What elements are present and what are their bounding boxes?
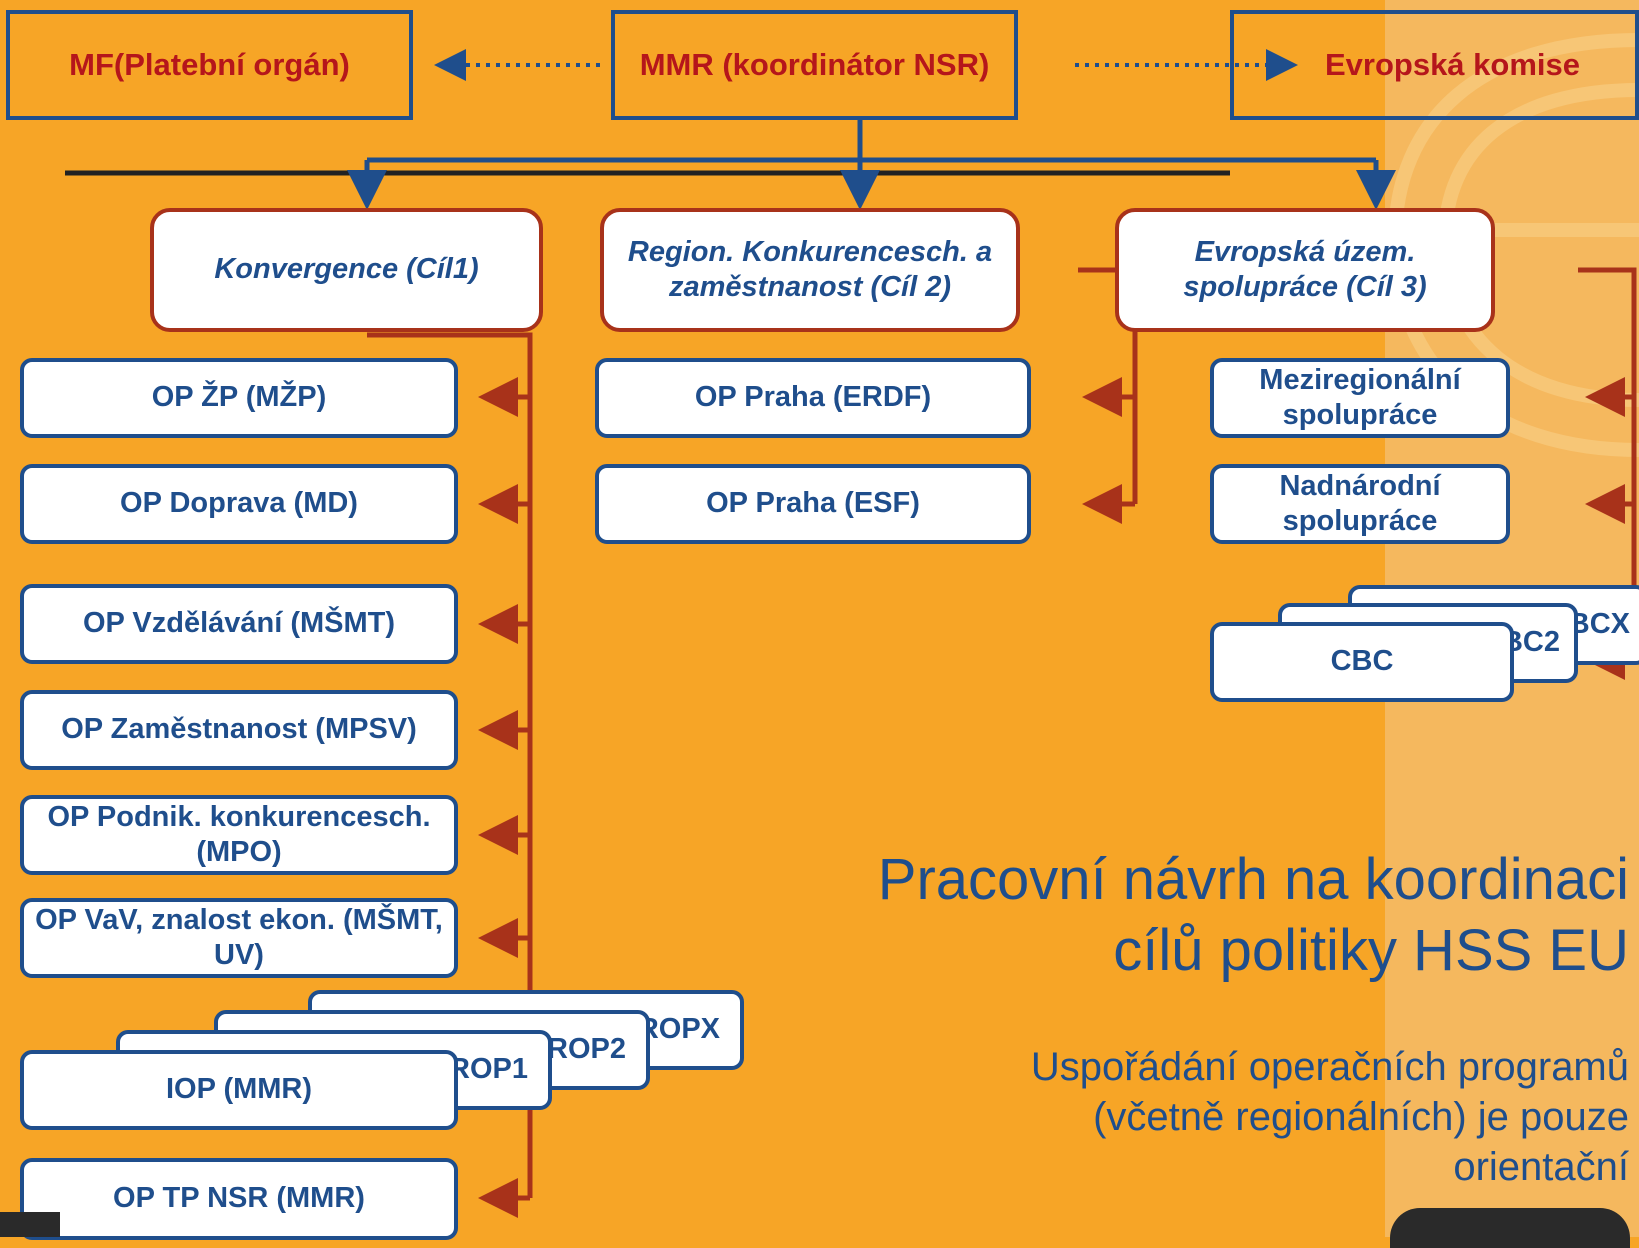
op-praha-erdf-label: OP Praha (ERDF) xyxy=(694,381,932,414)
op-doprava-label: OP Doprava (MD) xyxy=(120,487,358,520)
slide-subtitle: Uspořádání operačních programů (včetně r… xyxy=(1031,1042,1629,1192)
slide-subtitle-line3: orientační xyxy=(1453,1145,1629,1189)
goal-cil3: Evropská územ. spolupráce (Cíl 3) xyxy=(1115,208,1495,332)
cbc-1: CBC xyxy=(1210,622,1514,702)
slide-title-line1: Pracovní návrh na koordinaci xyxy=(877,847,1629,912)
slide-subtitle-line2: (včetně regionálních) je pouze xyxy=(1093,1095,1629,1139)
goal-cil3-label: Evropská územ. spolupráce (Cíl 3) xyxy=(1183,235,1427,303)
goal-cil1: Konvergence (Cíl1) xyxy=(150,208,543,332)
op-vav-label: OP VaV, znalost ekon. (MŠMT, UV) xyxy=(35,903,443,971)
goal-cil2-label: Region. Konkurencesch. a zaměstnanost (C… xyxy=(627,235,993,303)
rop-x-label: ROPX xyxy=(637,1013,720,1046)
mmr-box: MMR (koordinátor NSR) xyxy=(611,10,1018,120)
op-vzdelavani: OP Vzdělávání (MŠMT) xyxy=(20,584,458,664)
op-zamestnanost: OP Zaměstnanost (MPSV) xyxy=(20,690,458,770)
op-iop-label: IOP (MMR) xyxy=(165,1073,313,1106)
op-praha-erdf: OP Praha (ERDF) xyxy=(595,358,1031,438)
mf-label: MF(Platební orgán) xyxy=(69,47,350,83)
op-praha-esf-label: OP Praha (ESF) xyxy=(706,487,920,520)
op-meziregionalni-label: Meziregionální spolupráce xyxy=(1259,363,1461,431)
goal-cil2: Region. Konkurencesch. a zaměstnanost (C… xyxy=(600,208,1020,332)
op-praha-esf: OP Praha (ESF) xyxy=(595,464,1031,544)
op-podnik-label: OP Podnik. konkurencesch. (MPO) xyxy=(47,800,431,868)
op-zp-label: OP ŽP (MŽP) xyxy=(151,381,327,414)
op-doprava: OP Doprava (MD) xyxy=(20,464,458,544)
slide-title-line2: cílů politiky HSS EU xyxy=(1113,917,1629,983)
cbc-1-label: CBC xyxy=(1330,645,1394,678)
op-meziregionalni: Meziregionální spolupráce xyxy=(1210,358,1510,438)
op-zp: OP ŽP (MŽP) xyxy=(20,358,458,438)
mmr-connectors xyxy=(347,118,1396,210)
op-tp-nsr-label: OP TP NSR (MMR) xyxy=(113,1182,365,1215)
slide-title: Pracovní návrh na koordinaci cílů politi… xyxy=(878,845,1629,987)
op-vzdelavani-label: OP Vzdělávání (MŠMT) xyxy=(82,607,396,640)
op-iop: IOP (MMR) xyxy=(20,1050,458,1130)
footer-logo xyxy=(1390,1208,1630,1248)
rop-1-label: ROP1 xyxy=(449,1053,528,1086)
ek-label: Evropská komise xyxy=(1324,47,1580,83)
footer-corner-decoration xyxy=(0,1212,60,1237)
op-vav: OP VaV, znalost ekon. (MŠMT, UV) xyxy=(20,898,458,978)
ek-box: Evropská komise xyxy=(1230,10,1639,120)
mf-box: MF(Platební orgán) xyxy=(6,10,413,120)
op-nadnarodni: Nadnárodní spolupráce xyxy=(1210,464,1510,544)
slide-subtitle-line1: Uspořádání operačních programů xyxy=(1030,1045,1629,1089)
goal-cil1-label: Konvergence (Cíl1) xyxy=(214,253,479,286)
op-nadnarodni-label: Nadnárodní spolupráce xyxy=(1279,469,1441,537)
op-tp-nsr: OP TP NSR (MMR) xyxy=(20,1158,458,1240)
op-zamestnanost-label: OP Zaměstnanost (MPSV) xyxy=(61,713,417,746)
rop-2-label: ROP2 xyxy=(547,1033,626,1066)
op-podnik: OP Podnik. konkurencesch. (MPO) xyxy=(20,795,458,875)
mmr-label: MMR (koordinátor NSR) xyxy=(639,47,990,83)
